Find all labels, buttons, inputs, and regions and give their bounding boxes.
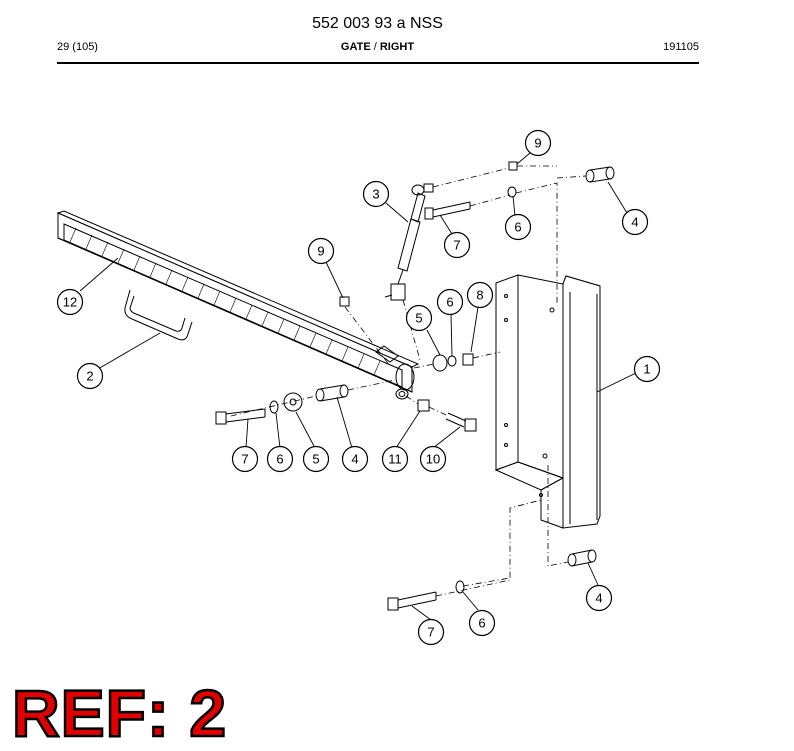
- gate-beam: [56, 210, 420, 400]
- front-bushing: [315, 384, 349, 402]
- lower-bolt: [387, 591, 437, 611]
- upright-post: [494, 274, 601, 529]
- callout-4-top: 4: [621, 208, 649, 236]
- upper-nut: [508, 161, 518, 171]
- callout-7-bottom: 7: [417, 618, 445, 646]
- svg-text:6: 6: [514, 220, 521, 235]
- callout-6-front: 6: [266, 445, 294, 473]
- document-date: 191105: [663, 41, 699, 53]
- mid-washer: [447, 355, 457, 367]
- gate-handle: [124, 289, 193, 341]
- svg-text:4: 4: [595, 591, 602, 606]
- section-separator: /: [370, 41, 380, 53]
- bushing: [432, 354, 448, 372]
- assembly-lines: [230, 165, 587, 597]
- svg-text:4: 4: [351, 452, 358, 467]
- callout-9-left: 9: [307, 237, 335, 265]
- subsection-name: RIGHT: [379, 41, 415, 53]
- front-washer-large: [283, 392, 303, 412]
- callout-4-bottom: 4: [585, 584, 613, 612]
- svg-text:6: 6: [446, 295, 453, 310]
- gas-strut: [384, 183, 434, 301]
- section-title: GATE / RIGHT: [0, 41, 755, 53]
- front-washer-small: [269, 400, 279, 414]
- svg-text:6: 6: [478, 616, 485, 631]
- callout-9-top: 9: [524, 129, 552, 157]
- leader-lines: [79, 152, 637, 621]
- svg-text:11: 11: [388, 452, 402, 467]
- svg-text:1: 1: [643, 362, 650, 377]
- callout-2: 2: [76, 362, 104, 390]
- section-name: GATE: [340, 41, 371, 53]
- rear-nut: [417, 399, 430, 412]
- callout-7-front: 7: [231, 445, 259, 473]
- document-code: 552 003 93 a NSS: [312, 15, 443, 32]
- svg-text:9: 9: [534, 136, 541, 151]
- callout-6-bottom: 6: [468, 609, 496, 637]
- svg-text:5: 5: [415, 311, 422, 326]
- svg-text:10: 10: [426, 452, 440, 467]
- left-nut: [339, 296, 350, 307]
- svg-text:6: 6: [276, 452, 283, 467]
- front-bolt: [215, 408, 266, 425]
- header-rule: [57, 62, 699, 64]
- callout-3: 3: [362, 180, 390, 208]
- callout-6-upper: 6: [504, 213, 532, 241]
- svg-text:7: 7: [241, 452, 248, 467]
- callout-5-mid: 5: [405, 304, 433, 332]
- svg-text:8: 8: [476, 288, 483, 303]
- ref-stamp: REF: 2: [11, 676, 228, 750]
- upper-pin: [585, 166, 615, 183]
- mid-nut: [462, 353, 474, 366]
- rear-bolt: [445, 412, 477, 432]
- page-number: 29 (105): [57, 41, 98, 53]
- svg-text:7: 7: [427, 625, 434, 640]
- lower-washer: [455, 580, 465, 594]
- upper-bolt: [424, 201, 471, 220]
- callout-11: 11: [381, 445, 409, 473]
- svg-text:3: 3: [372, 187, 379, 202]
- svg-text:4: 4: [631, 215, 638, 230]
- svg-text:7: 7: [453, 238, 460, 253]
- callout-1: 1: [633, 355, 661, 383]
- callout-5-front: 5: [302, 445, 330, 473]
- svg-text:5: 5: [312, 452, 319, 467]
- svg-text:2: 2: [86, 369, 93, 384]
- svg-text:9: 9: [317, 244, 324, 259]
- lower-pin: [567, 549, 597, 567]
- callout-6-mid: 6: [436, 288, 464, 316]
- callout-4-front: 4: [341, 445, 369, 473]
- svg-text:12: 12: [63, 295, 77, 310]
- callout-12: 12: [56, 288, 84, 316]
- callout-8: 8: [466, 281, 494, 309]
- callout-10: 10: [419, 445, 447, 473]
- upper-washer: [507, 186, 517, 198]
- callout-7-upper: 7: [443, 231, 471, 259]
